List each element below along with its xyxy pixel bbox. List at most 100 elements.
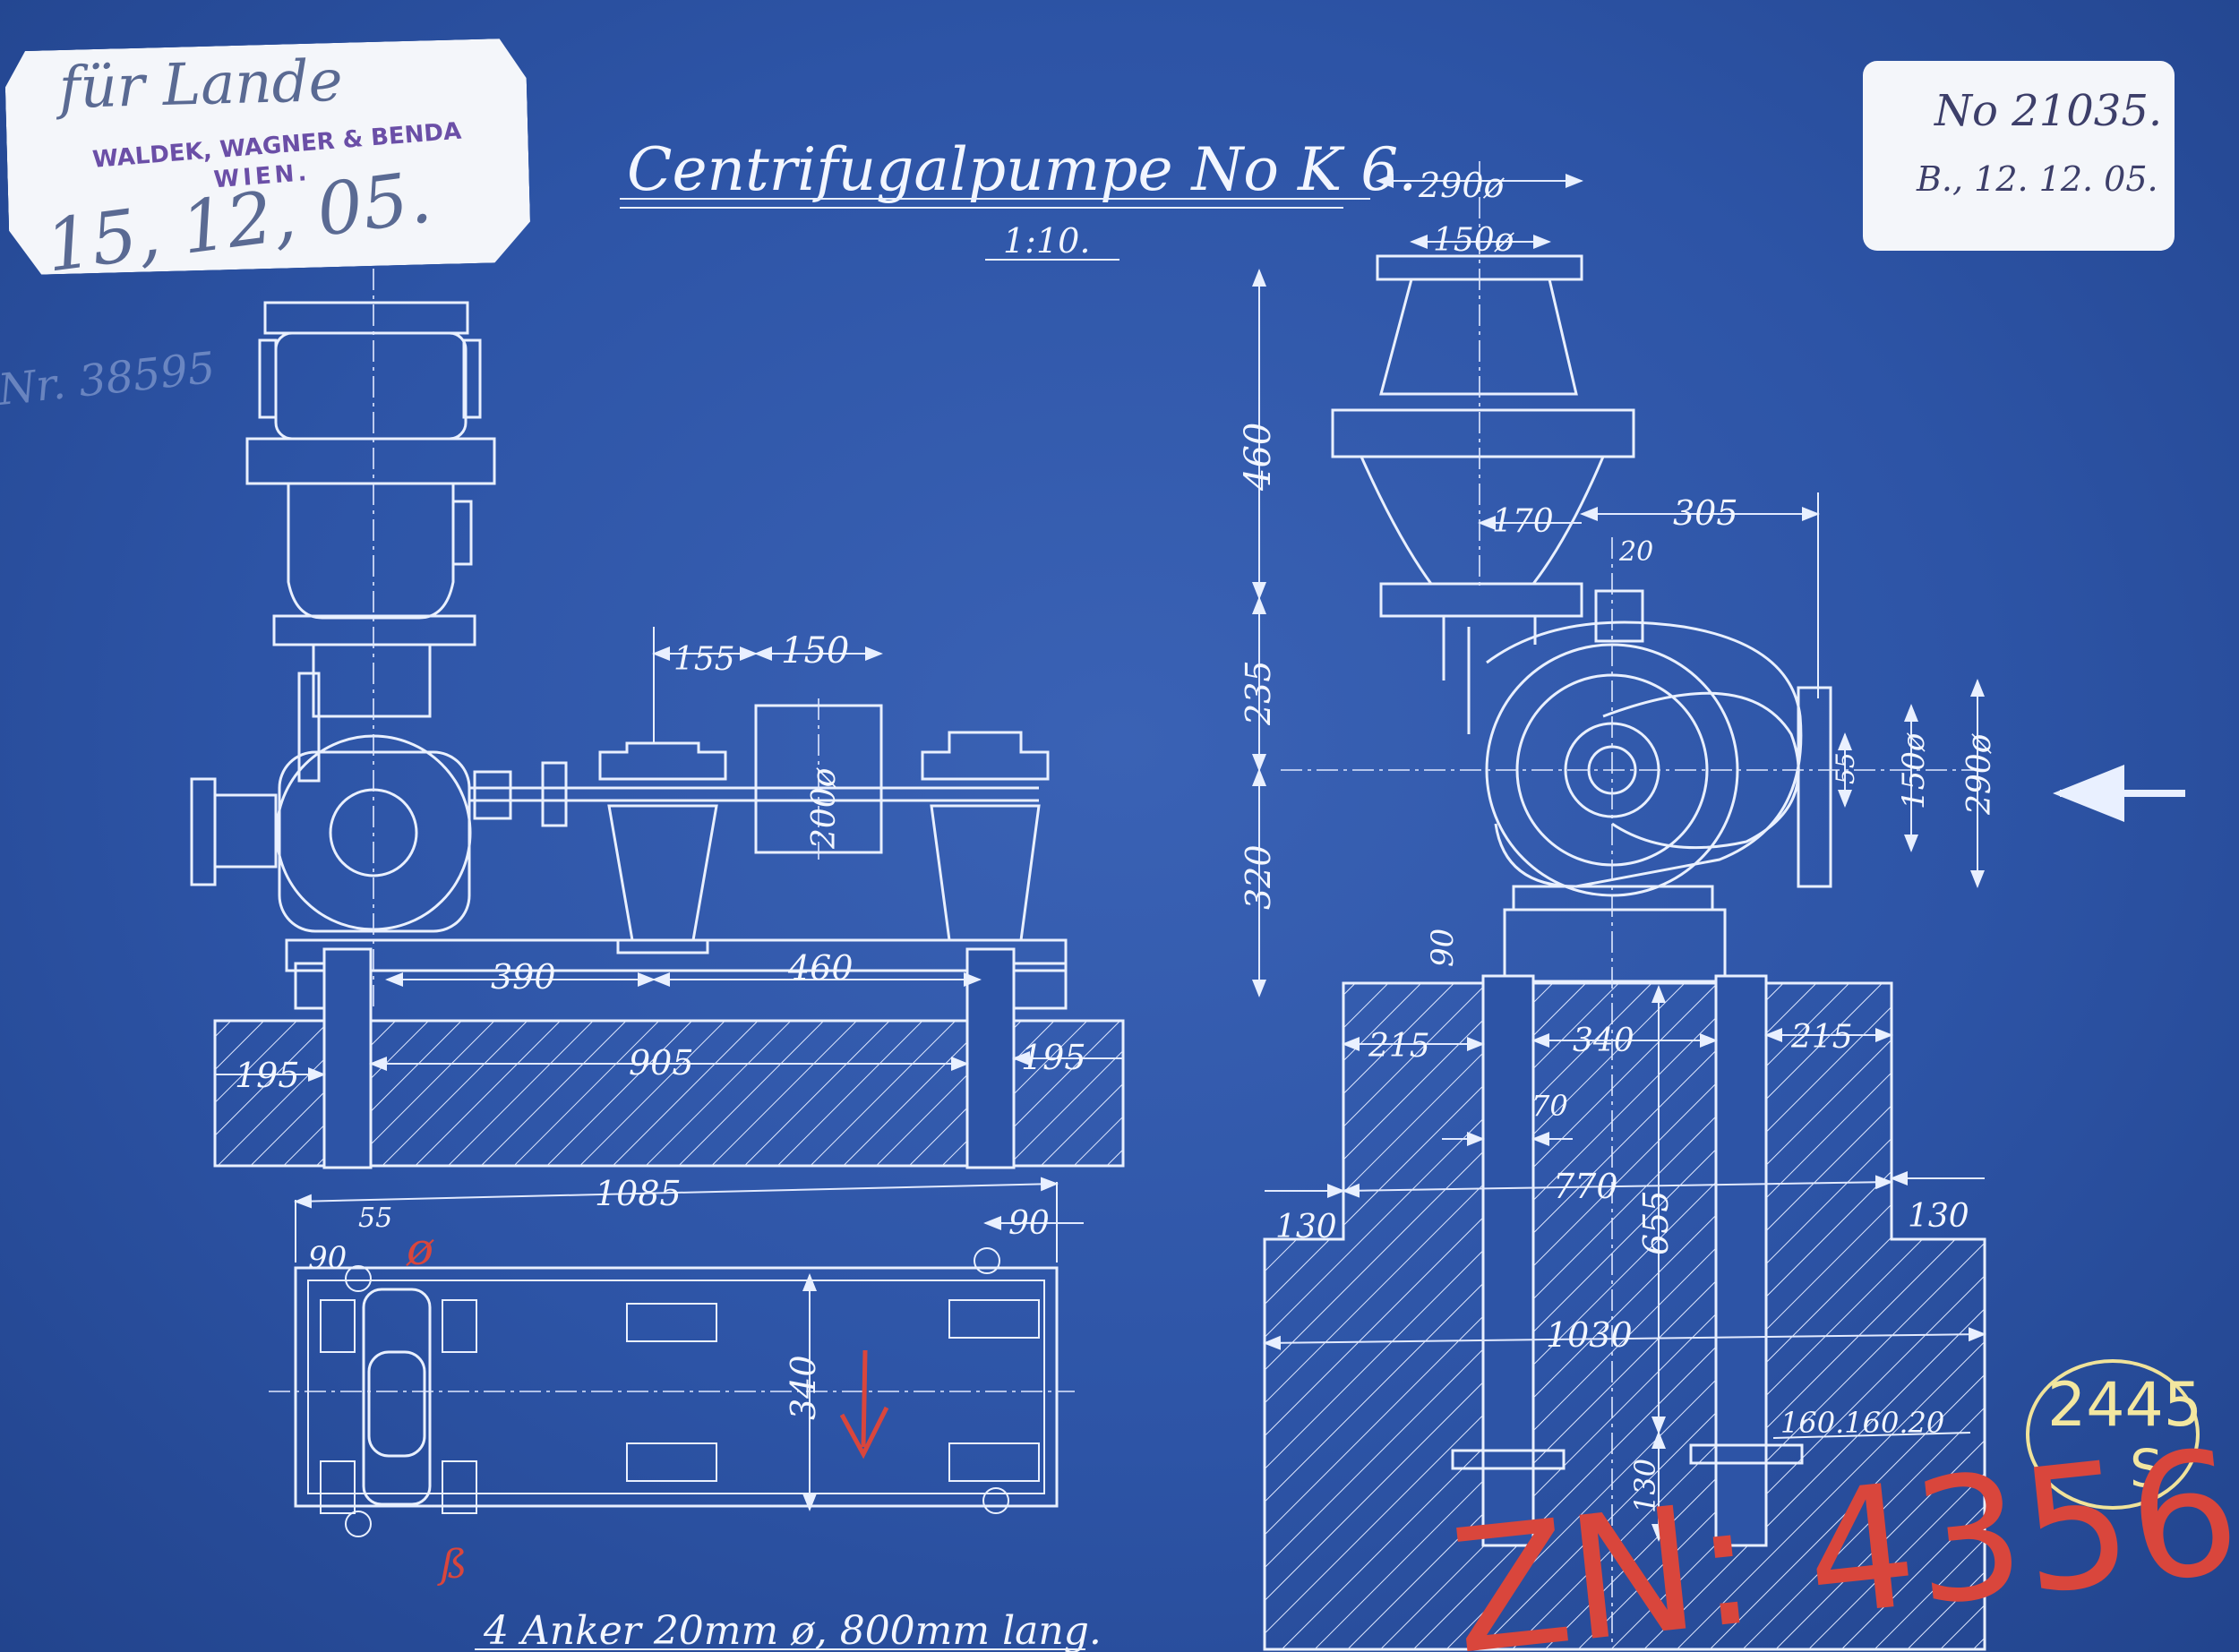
- left-hand-wheel: [190, 777, 217, 886]
- dim-20: 20: [1618, 536, 1653, 568]
- valve-boss-left: [258, 338, 278, 419]
- dim-1085: 1085: [595, 1174, 682, 1213]
- drawing-date: B., 12. 12. 05.: [1917, 159, 2158, 199]
- coupling: [541, 761, 568, 827]
- dim-line-770: [1342, 1175, 1893, 1198]
- dim-55-plan: 55: [358, 1203, 392, 1234]
- dim-290-top: 290ø: [1418, 166, 1506, 205]
- end-cone: [1379, 278, 1578, 396]
- end-anchor-plate-right: [1689, 1443, 1804, 1465]
- plan-base-inner: [307, 1280, 1045, 1494]
- plan-pump-body: [362, 1288, 432, 1506]
- base-plate: [285, 938, 1068, 972]
- dim-320: 320: [1239, 844, 1278, 910]
- end-lower-flange: [1379, 582, 1583, 618]
- red-arrow-mark: [839, 1349, 889, 1459]
- circled-number: 2445: [2047, 1370, 2203, 1441]
- dim-150: 150: [781, 630, 849, 672]
- plan-bolt-hole-2: [345, 1511, 372, 1537]
- plan-view: 1085 55 90 90 340 4 Anker 20mm ø, 800mm …: [269, 1174, 1102, 1652]
- end-view: 290ø 150ø 460 235 320 170 305 20 55 150ø…: [1238, 161, 2185, 1651]
- casing-outline: [278, 750, 471, 933]
- dim-655: 655: [1636, 1190, 1676, 1255]
- plan-pump-casing: [367, 1350, 426, 1458]
- valve-boss-right: [462, 338, 482, 419]
- dim-305: 305: [1673, 493, 1738, 533]
- dim-130-bottom: 130: [1628, 1459, 1662, 1513]
- dim-150-top: 150ø: [1433, 222, 1515, 259]
- bearing-1-pedestal: [607, 804, 718, 942]
- end-anchor-left: [1481, 974, 1535, 1547]
- dim-160-underline: [1772, 1432, 1971, 1439]
- dim-90-plan-right: 90: [1008, 1205, 1050, 1242]
- plan-bolt-hole-1: [345, 1265, 372, 1292]
- end-side-flange: [1797, 686, 1832, 888]
- drawing-scale: 1:10.: [1003, 221, 1090, 261]
- plan-pad-1: [320, 1299, 356, 1353]
- end-foot-upper: [1512, 885, 1714, 912]
- end-pedestal: [1503, 908, 1727, 983]
- plan-pad-5: [626, 1303, 717, 1342]
- plan-pad-6: [626, 1442, 717, 1482]
- dim-340-end: 340: [1573, 1023, 1634, 1059]
- plan-pad-3: [320, 1460, 356, 1514]
- end-mid-flange: [1331, 408, 1635, 458]
- margin-number: Nr. 38595: [0, 343, 218, 415]
- red-mark-top: ø: [406, 1223, 434, 1275]
- dim-130-left: 130: [1275, 1209, 1337, 1245]
- end-anchor-plate-left: [1451, 1449, 1566, 1470]
- circled-number-stamp: 2445 S: [2026, 1359, 2203, 1510]
- dim-215-left: 215: [1368, 1028, 1430, 1065]
- dim-70: 70: [1531, 1089, 1568, 1123]
- plan-pad-2: [442, 1299, 477, 1353]
- dim-90-end: 90: [1425, 929, 1461, 967]
- side-view: 155 150 200ø 390 460 195 905 195: [190, 269, 1125, 1169]
- end-foundation: [1263, 981, 1986, 1651]
- plan-pad-8: [948, 1442, 1040, 1482]
- plan-base-outer: [294, 1266, 1059, 1508]
- plan-bolt-hole-3: [974, 1247, 1000, 1274]
- dim-1030: 1030: [1546, 1315, 1633, 1355]
- anchor-bolt-right: [965, 947, 1016, 1169]
- bearing-1-foot: [616, 938, 709, 954]
- dim-770: 770: [1553, 1167, 1618, 1206]
- riser-boss: [451, 500, 473, 566]
- dim-290-side: 290ø: [1961, 732, 1998, 816]
- circled-number-suffix: S: [2130, 1438, 2163, 1499]
- dim-195-left: 195: [235, 1056, 300, 1095]
- dim-55-end: 55: [1831, 752, 1860, 784]
- bearing-2-cap: [921, 731, 1050, 781]
- right-gland: [473, 770, 512, 820]
- lower-flange: [272, 614, 476, 646]
- end-boss: [1594, 589, 1644, 643]
- dim-170: 170: [1492, 503, 1554, 540]
- dim-905: 905: [629, 1043, 694, 1083]
- neck: [312, 645, 432, 718]
- end-neck: [1442, 616, 1537, 680]
- dim-235: 235: [1239, 660, 1278, 726]
- bearing-2-pedestal: [930, 804, 1041, 942]
- stamp-label-right: No 21035. B., 12. 12. 05.: [1863, 61, 2175, 251]
- dim-195-right: 195: [1021, 1038, 1086, 1077]
- dim-line-1085: [294, 1177, 1059, 1209]
- riser-pipe: [287, 484, 455, 620]
- top-flange: [263, 301, 469, 335]
- valve-body: [274, 331, 468, 441]
- dim-460-end: 460: [1238, 423, 1279, 492]
- anchor-note: 4 Anker 20mm ø, 800mm lang.: [483, 1608, 1102, 1652]
- dim-390: 390: [491, 957, 556, 997]
- end-lower-cone: [1360, 456, 1605, 586]
- dim-155: 155: [673, 641, 735, 678]
- drawing-title: Centrifugalpumpe No K 6.: [627, 135, 1417, 204]
- drawing-number: No 21035.: [1934, 86, 2163, 136]
- red-mark-bottom: ß: [437, 1542, 467, 1588]
- bearing-1-cap: [598, 741, 727, 781]
- plan-bolt-hole-4: [982, 1487, 1009, 1514]
- dim-150-side: 150ø: [1896, 732, 1932, 809]
- neck-rib: [297, 672, 321, 783]
- dim-line-1030: [1263, 1327, 1986, 1350]
- end-anchor-right: [1714, 974, 1768, 1547]
- left-gland: [213, 793, 278, 869]
